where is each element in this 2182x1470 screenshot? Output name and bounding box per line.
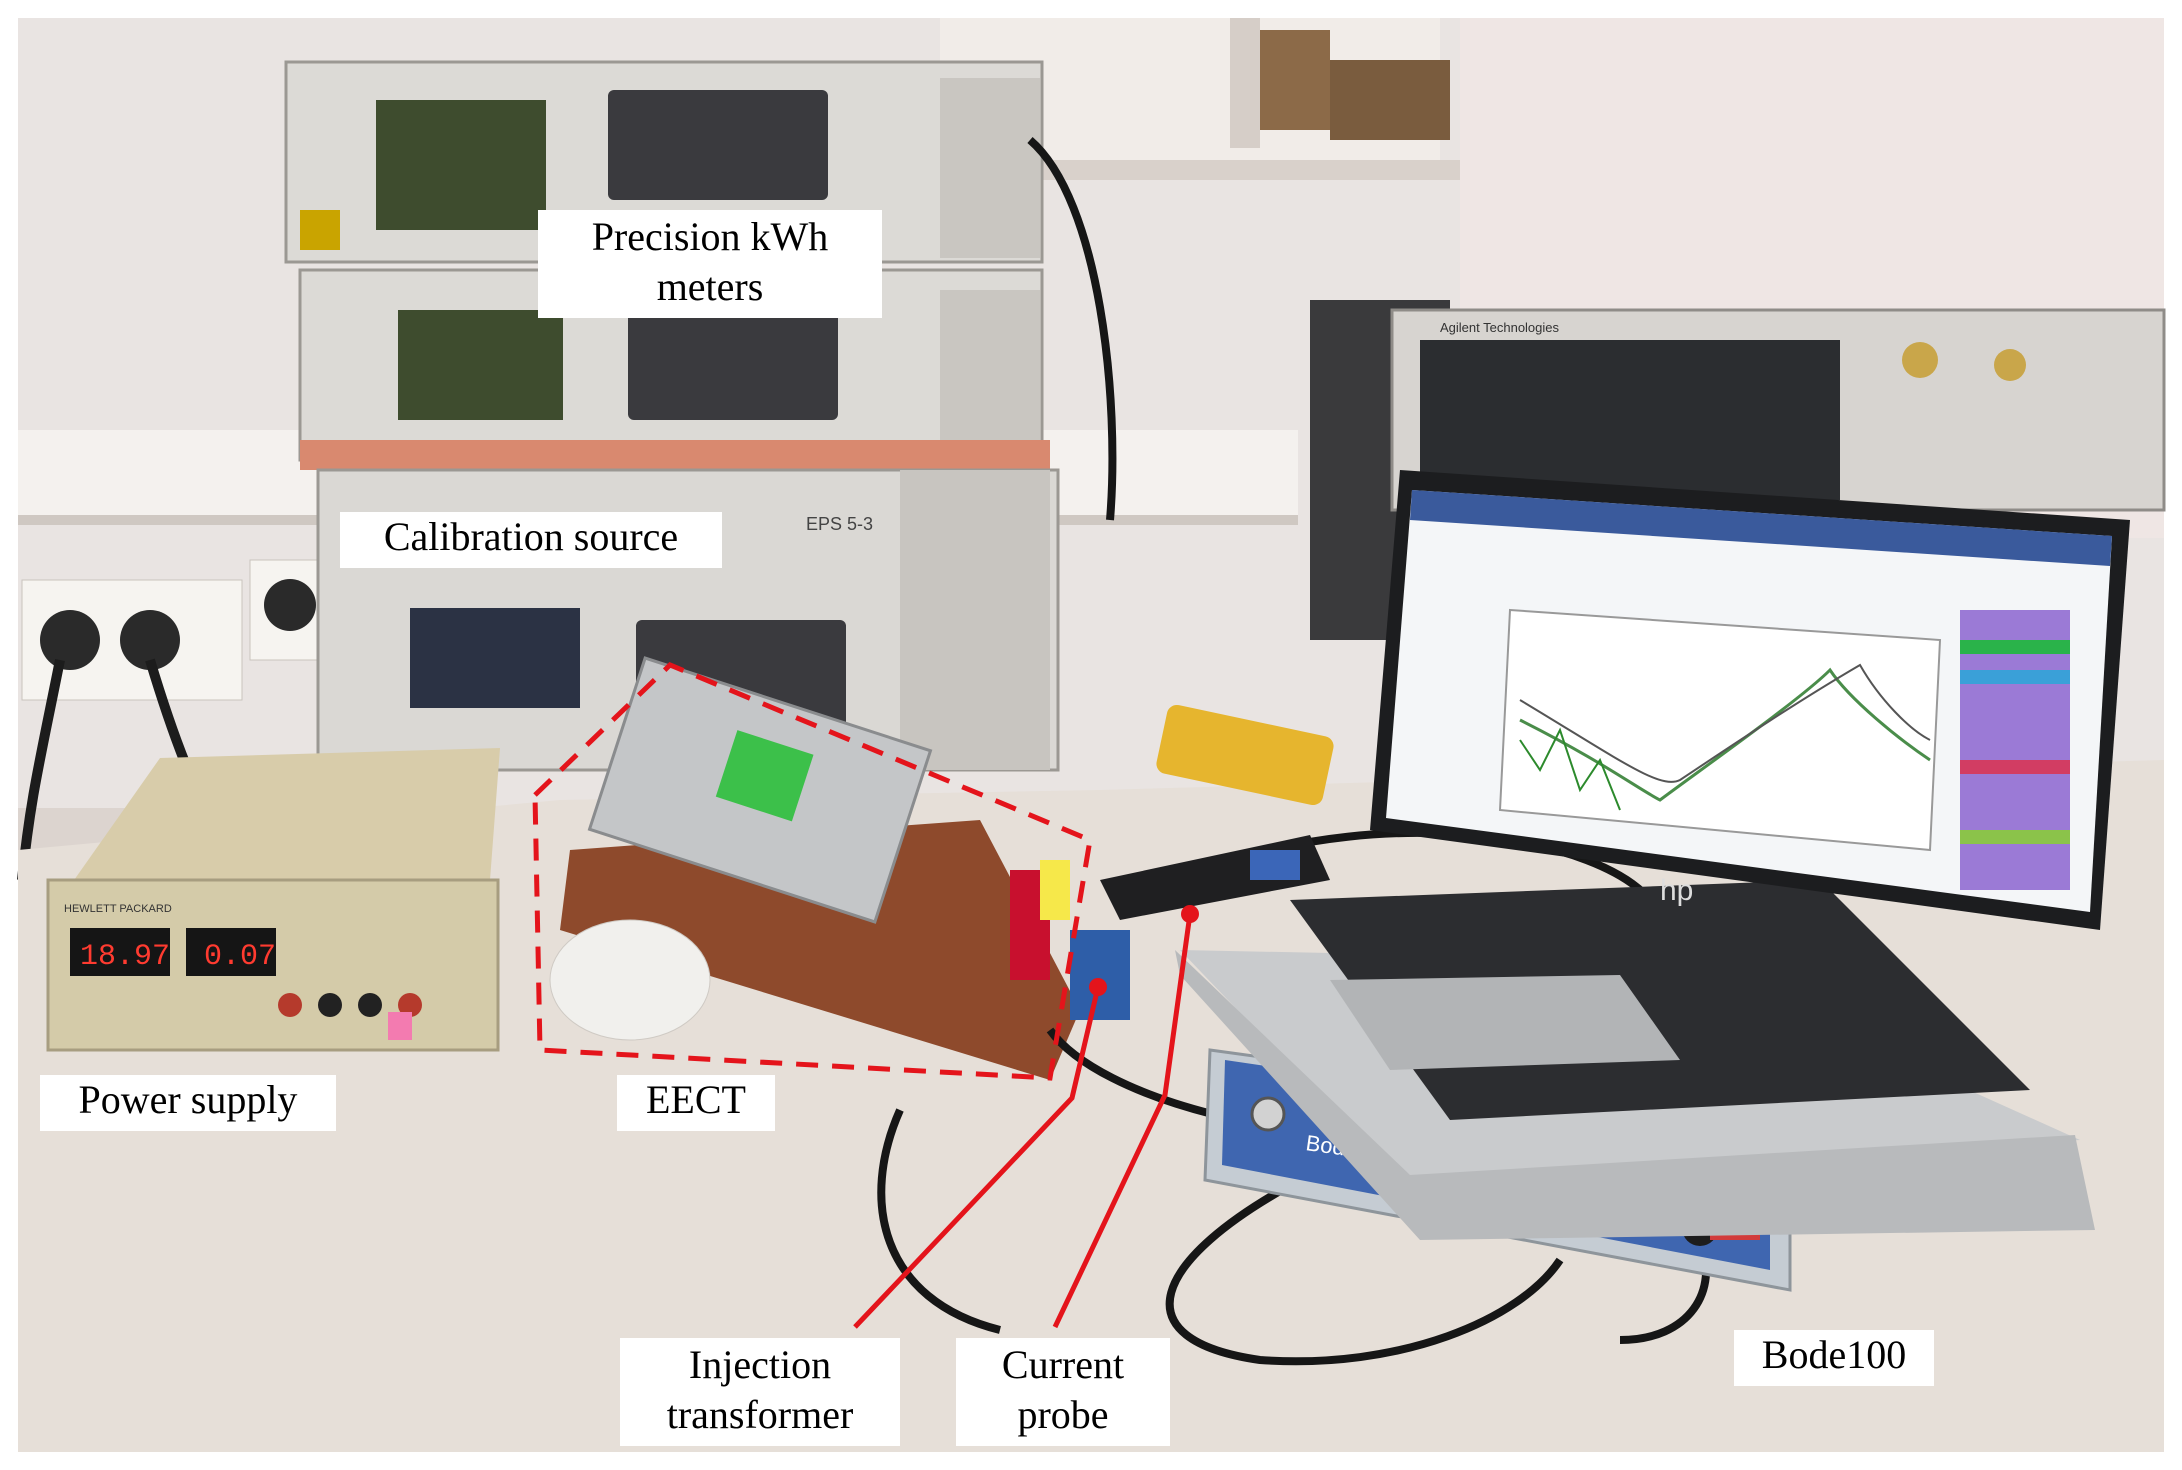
eect-device (549, 656, 1080, 1080)
current-probe-device (1100, 835, 1330, 920)
label-eect: EECT (617, 1075, 775, 1131)
laptop: hp (1175, 470, 2130, 1240)
label-precision-kwh-meters: Precision kWh meters (538, 210, 882, 318)
psu-brand-text: HEWLETT PACKARD (64, 903, 172, 915)
label-power-supply: Power supply (40, 1075, 336, 1131)
scope-brand-text: Agilent Technologies (1440, 320, 1560, 335)
injection-leader-line (853, 986, 1101, 1329)
injection-leader-dot (1089, 978, 1107, 996)
current-probe-leader-line (1052, 913, 1193, 1329)
label-injection-transformer: Injection transformer (620, 1338, 900, 1446)
multimeter (1156, 704, 1334, 806)
label-calibration-source: Calibration source (340, 512, 722, 568)
label-current-probe: Current probe (956, 1338, 1170, 1446)
injection-transformer-device (1070, 930, 1130, 1020)
laptop-logo-text: hp (1660, 874, 1693, 907)
eect-dashed-outline (532, 662, 1093, 1081)
annotations (532, 662, 1193, 1329)
eps-model-text: EPS 5-3 (806, 514, 873, 534)
psu-current-display: 0.07 (204, 940, 276, 974)
power-supply: 18.97 0.07 HEWLETT PACKARD (46, 748, 500, 1052)
psu-voltage-display: 18.97 (80, 940, 170, 974)
current-probe-leader-dot (1181, 905, 1199, 923)
label-bode100: Bode100 (1734, 1330, 1934, 1386)
